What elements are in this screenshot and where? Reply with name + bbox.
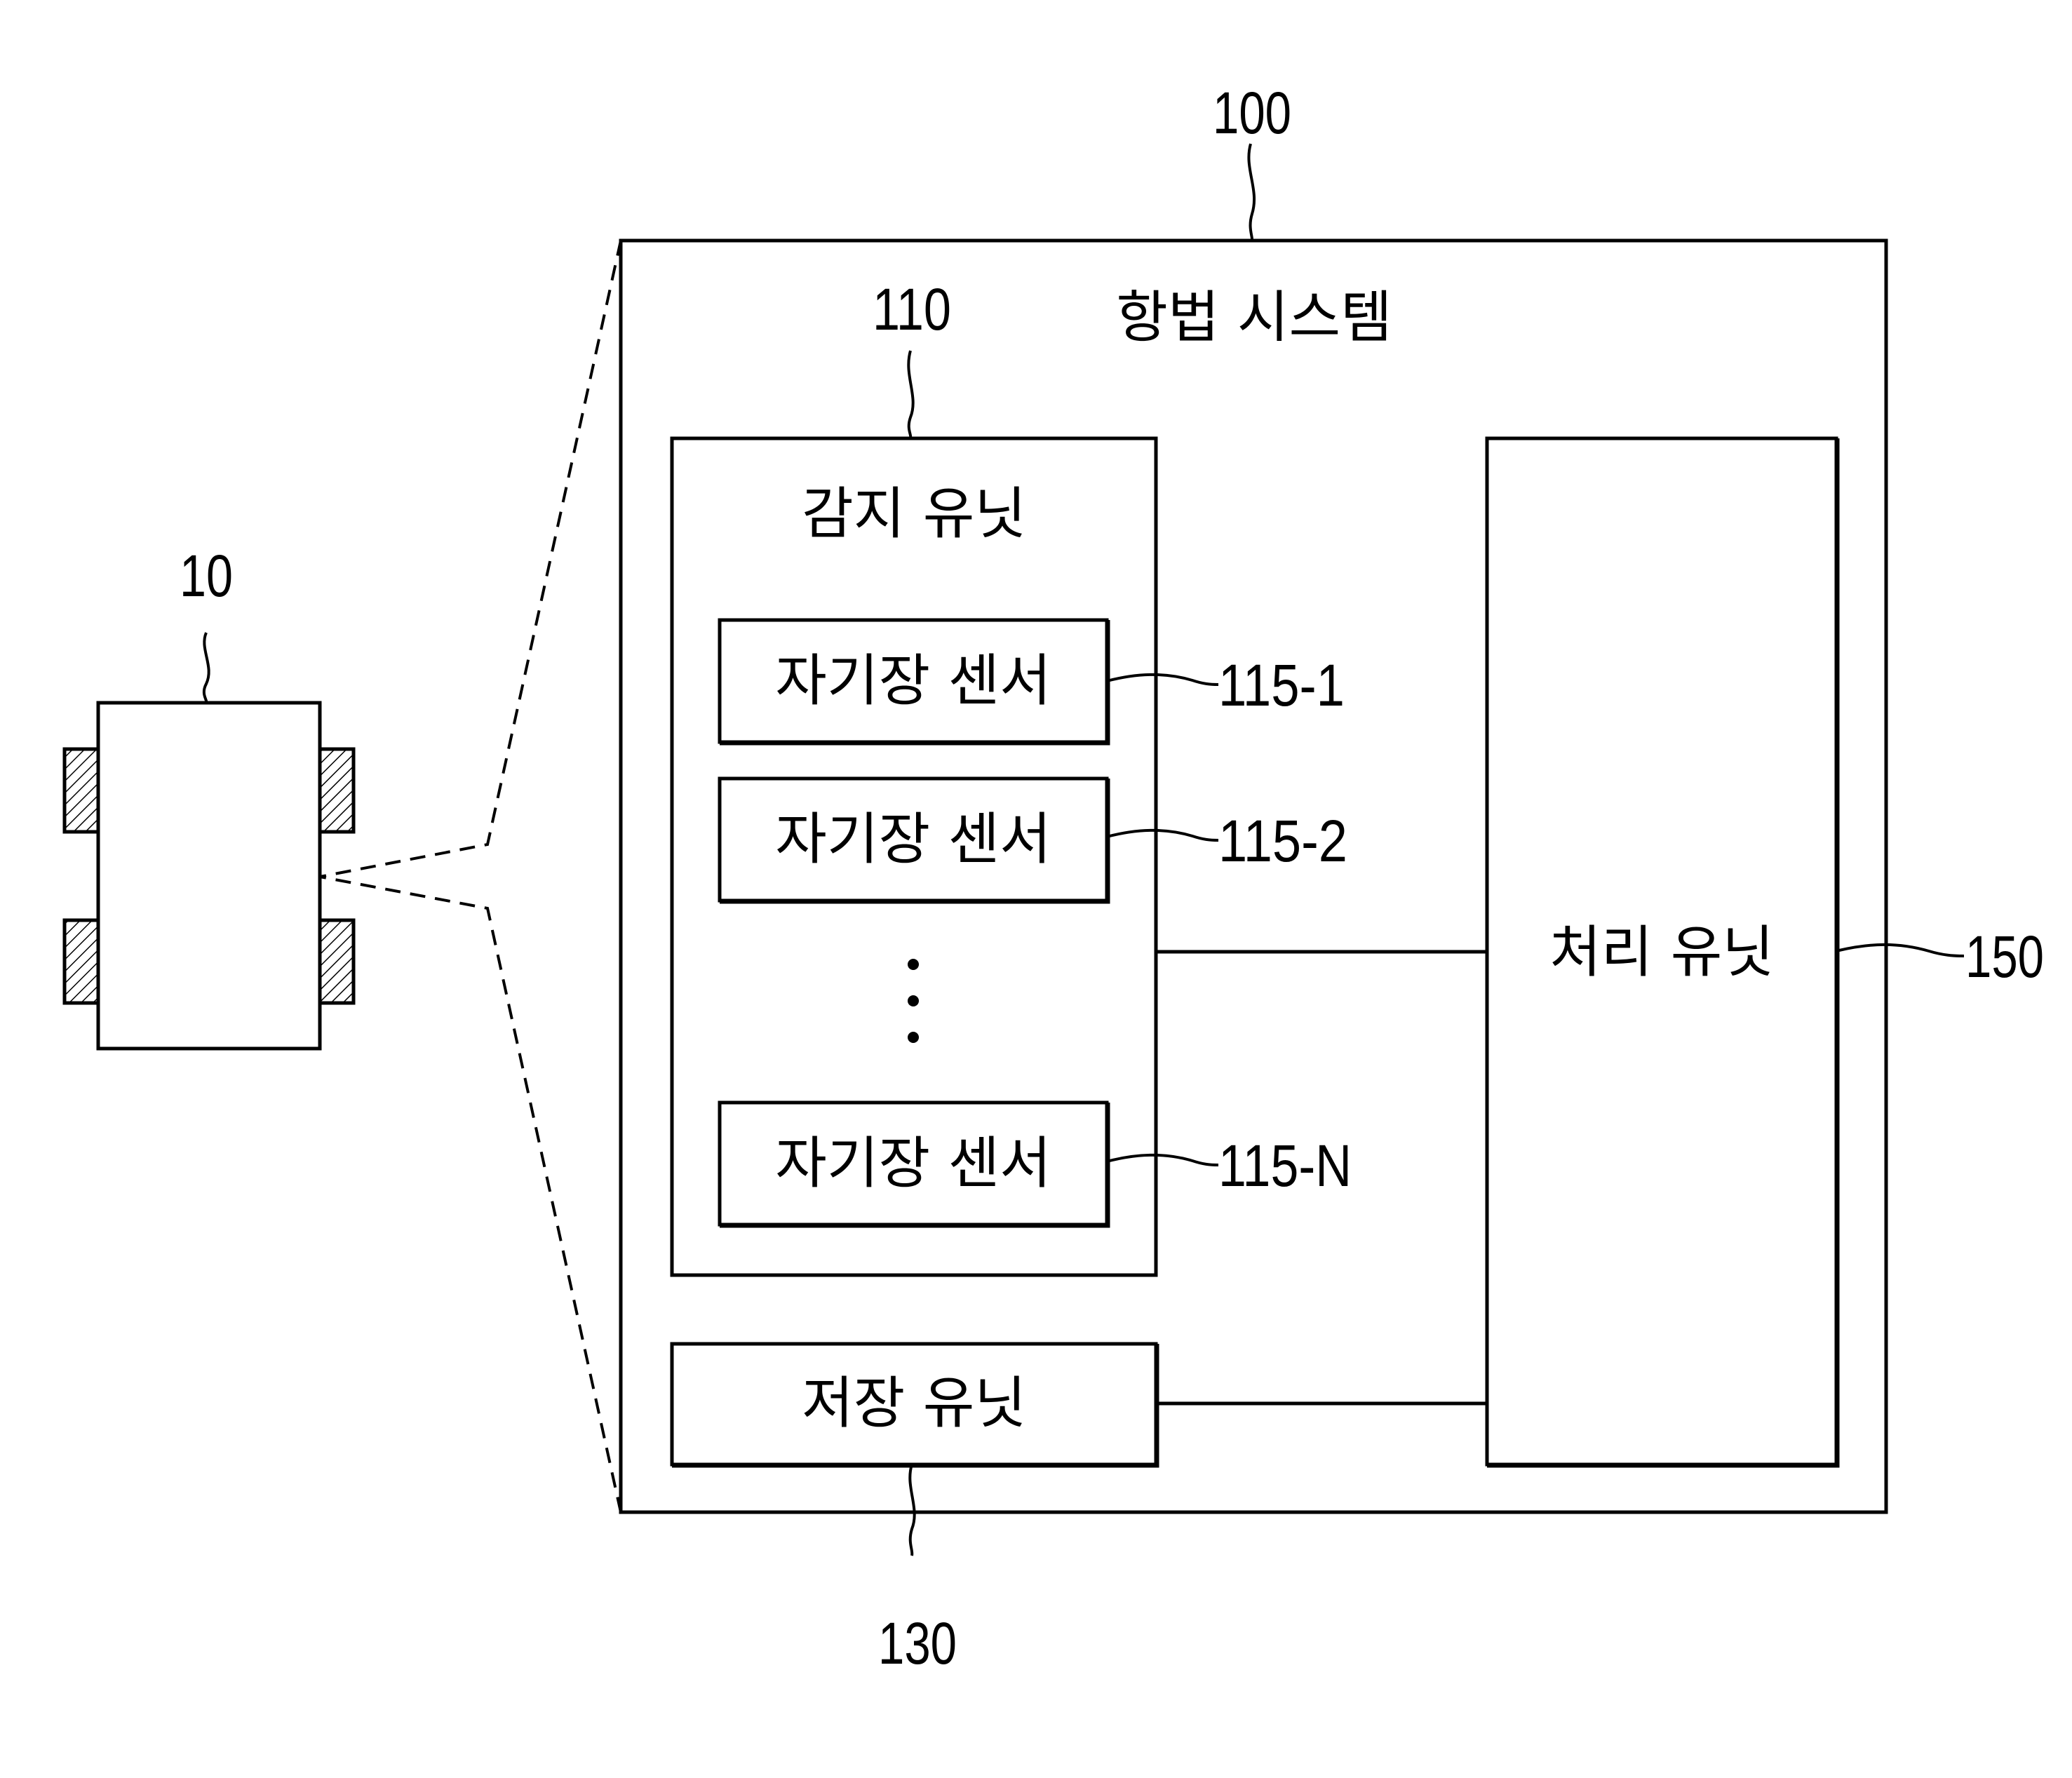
sensor-2-label: 자기장 센서 [775, 807, 1051, 872]
device-pad-top-left [62, 747, 100, 834]
zoom-lines [319, 240, 622, 1513]
sensor-n-ref-leader [1106, 1153, 1219, 1166]
processing-unit-label: 처리 유닛 [1549, 920, 1774, 985]
ellipsis-dot-2 [908, 995, 919, 1006]
sensing-unit: 110 감지 유닛 자기장 센서 115-1 자기장 센서 115-2 [670, 276, 1352, 1277]
sensor-n-label: 자기장 센서 [775, 1131, 1051, 1196]
sensor-1-ref-leader [1106, 673, 1219, 686]
storage-unit: 저장 유닛 130 [670, 1342, 1159, 1676]
system-title: 항법 시스템 [1116, 285, 1392, 350]
device-body [96, 701, 322, 1051]
magnetic-sensor-n: 자기장 센서 115-N [718, 1100, 1352, 1228]
sensing-unit-ref-label: 110 [873, 276, 951, 342]
zoom-line-lower [319, 875, 622, 1513]
storage-unit-ref-leader [908, 1464, 916, 1556]
sensor-n-ref-label: 115-N [1218, 1133, 1352, 1199]
sensor-n-box [718, 1100, 1109, 1227]
storage-unit-label: 저장 유닛 [802, 1370, 1026, 1436]
device-pad-bottom-left [62, 918, 100, 1005]
processing-unit-ref-leader [1838, 943, 1965, 957]
storage-unit-box [670, 1342, 1158, 1467]
system-ref-label: 100 [1213, 80, 1291, 146]
device-ref-leader [202, 632, 210, 703]
storage-unit-ref-label: 130 [878, 1610, 957, 1676]
processing-unit-ref-label: 150 [1965, 924, 2044, 990]
device-pad-top-right [318, 747, 356, 834]
zoom-line-upper [319, 240, 622, 878]
sensor-1-label: 자기장 센서 [775, 648, 1051, 713]
sensor-2-box [718, 776, 1109, 903]
device: 10 [62, 543, 356, 1051]
sensor-2-ref-label: 115-2 [1218, 808, 1347, 874]
ellipsis-dot-1 [908, 959, 919, 970]
processing-unit-box [1485, 436, 1838, 1467]
device-ref-label: 10 [180, 543, 233, 609]
sensor-2-ref-leader [1106, 828, 1219, 842]
sensing-unit-ref-leader [907, 350, 915, 439]
sensing-unit-label: 감지 유닛 [802, 481, 1026, 546]
sensor-ellipsis [908, 959, 919, 1043]
magnetic-sensor-2: 자기장 센서 115-2 [718, 776, 1347, 904]
sensor-1-box [718, 618, 1109, 744]
sensor-1-ref-label: 115-1 [1218, 652, 1345, 718]
system-ref-leader [1247, 143, 1256, 241]
processing-unit: 처리 유닛 150 [1485, 436, 2044, 1468]
ellipsis-dot-3 [908, 1032, 919, 1043]
device-pad-bottom-right [318, 918, 356, 1005]
magnetic-sensor-1: 자기장 센서 115-1 [718, 618, 1345, 746]
